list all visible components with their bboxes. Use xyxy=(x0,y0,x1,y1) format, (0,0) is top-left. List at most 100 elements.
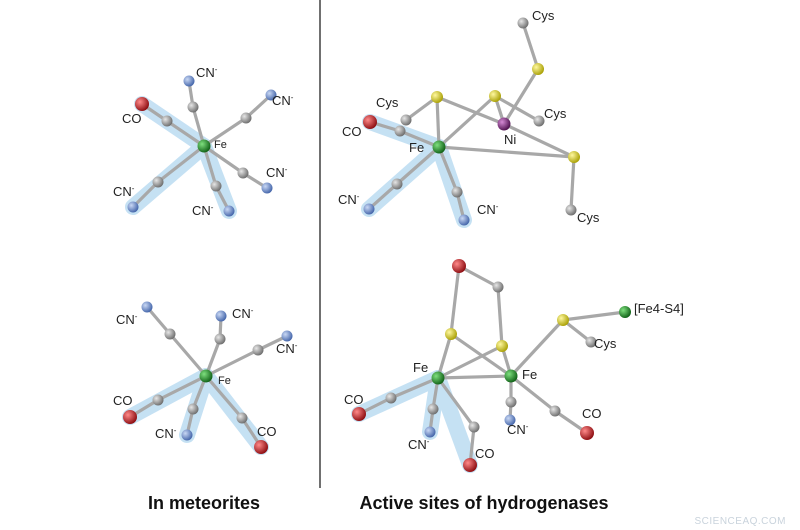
label-cn: CN- xyxy=(192,203,214,218)
carbon-atom xyxy=(236,412,248,424)
label-cluster: [Fe4-S4] xyxy=(634,301,684,316)
carbon-atom xyxy=(214,333,226,345)
bond xyxy=(202,144,218,188)
oxygen-atom xyxy=(463,458,477,472)
sulfur-atom xyxy=(557,314,569,326)
bond xyxy=(191,105,206,148)
bond xyxy=(502,122,576,159)
label-cn: CN- xyxy=(276,341,298,356)
carbon-atom xyxy=(468,421,480,433)
label-cn: CN- xyxy=(155,426,177,441)
sulfur-atom xyxy=(568,151,580,163)
sulfur-atom xyxy=(431,91,443,103)
label-cn: CN- xyxy=(266,165,288,180)
label-co: CO xyxy=(582,406,602,421)
label-fe: Fe xyxy=(409,140,424,155)
bond xyxy=(457,264,500,289)
label-cys: Cys xyxy=(376,95,399,110)
label-cn: CN- xyxy=(272,93,294,108)
label-co: CO xyxy=(113,393,133,408)
label-fe: Fe xyxy=(218,375,231,387)
nitrogen-atom xyxy=(181,429,193,441)
nitrogen-atom xyxy=(223,205,235,217)
carbon-atom xyxy=(400,114,412,126)
molecule-nife-labels: Cys Cys Cys CO Fe Ni CN- CN- Cys xyxy=(338,8,600,225)
sulfur-atom xyxy=(532,63,544,75)
bond xyxy=(561,310,627,322)
bond xyxy=(168,332,208,378)
nitrogen-atom xyxy=(183,75,195,87)
bond xyxy=(367,182,399,211)
bond xyxy=(496,285,504,348)
bond xyxy=(493,94,541,123)
bond xyxy=(509,374,557,413)
label-cn: CN- xyxy=(196,65,218,80)
nitrogen-atom xyxy=(458,214,470,226)
nitrogen-atom xyxy=(363,203,375,215)
bond xyxy=(437,145,576,159)
bond xyxy=(435,95,441,149)
label-fe: Fe xyxy=(214,139,227,151)
carbon-atom xyxy=(492,281,504,293)
bond xyxy=(244,93,273,120)
label-cys: Cys xyxy=(532,8,555,23)
ligand-highlight xyxy=(430,370,478,473)
bond xyxy=(436,344,504,380)
oxygen-atom xyxy=(580,426,594,440)
iron-atom xyxy=(431,371,445,385)
carbon-atom xyxy=(385,392,397,404)
bond xyxy=(389,376,440,400)
bonds xyxy=(128,21,627,467)
nitrogen-atom xyxy=(261,182,273,194)
carbon-atom xyxy=(427,403,439,415)
carbon-atom xyxy=(585,336,597,348)
bond xyxy=(404,95,439,122)
molecule-meteorite-top-labels: CN- CN- CO Fe CN- CN- CN- xyxy=(113,65,294,218)
carbon-atom xyxy=(391,178,403,190)
bond xyxy=(435,95,506,126)
carbon-atom xyxy=(161,115,173,127)
carbon-atom xyxy=(152,394,164,406)
label-fe: Fe xyxy=(522,367,537,382)
carbon-atom xyxy=(210,180,222,192)
label-cn: CN- xyxy=(113,184,135,199)
sulfur-atom xyxy=(445,328,457,340)
sulfur-atom xyxy=(496,340,508,352)
bond xyxy=(437,145,459,194)
carbon-atom xyxy=(394,125,406,137)
carbon-atom xyxy=(187,101,199,113)
label-co: CO xyxy=(344,392,364,407)
molecule-meteorite-bottom-labels: CN- CN- CN- Fe CO CO CN- xyxy=(113,306,298,441)
label-cn: CN- xyxy=(408,437,430,452)
oxygen-atom xyxy=(254,440,268,454)
label-cys: Cys xyxy=(594,336,617,351)
carbon-atom xyxy=(549,405,561,417)
label-co: CO xyxy=(342,124,362,139)
carbon-atom xyxy=(533,115,545,127)
carbon-atom xyxy=(252,344,264,356)
carbon-atom xyxy=(187,403,199,415)
ligand-highlights xyxy=(122,96,478,473)
carbon-atom xyxy=(240,112,252,124)
label-cn: CN- xyxy=(232,306,254,321)
nitrogen-atom xyxy=(215,310,227,322)
oxygen-atom xyxy=(135,97,149,111)
label-cn: CN- xyxy=(477,202,499,217)
bond xyxy=(156,144,206,184)
bond xyxy=(202,116,248,148)
caption-meteorites: In meteorites xyxy=(148,493,260,513)
label-cys: Cys xyxy=(577,210,600,225)
bond xyxy=(202,144,245,175)
carbon-atom xyxy=(505,396,517,408)
carbon-atom xyxy=(152,176,164,188)
sulfur-atom xyxy=(489,90,501,102)
label-cn: CN- xyxy=(116,312,138,327)
bond xyxy=(436,376,476,429)
iron-atom xyxy=(197,139,211,153)
nitrogen-atom xyxy=(141,301,153,313)
iron-atom xyxy=(199,369,213,383)
carbon-atom xyxy=(565,204,577,216)
label-ni: Ni xyxy=(504,132,516,147)
bond xyxy=(436,332,453,380)
